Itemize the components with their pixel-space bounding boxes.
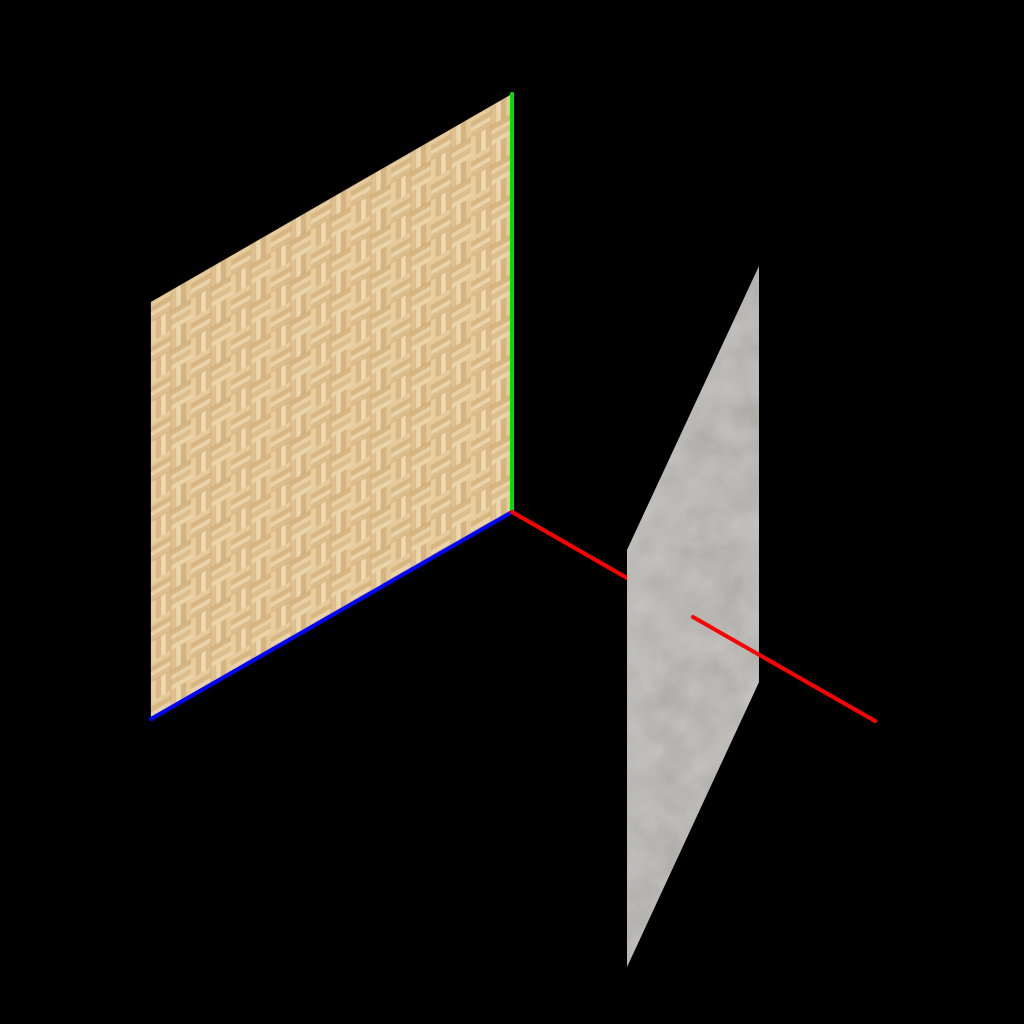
wood-parquet-plane[interactable] [150, 83, 513, 732]
x-axis-line [691, 615, 877, 723]
x-axis-line-back [510, 510, 629, 580]
z-axis-line [149, 510, 514, 721]
origin-point [510, 510, 514, 514]
